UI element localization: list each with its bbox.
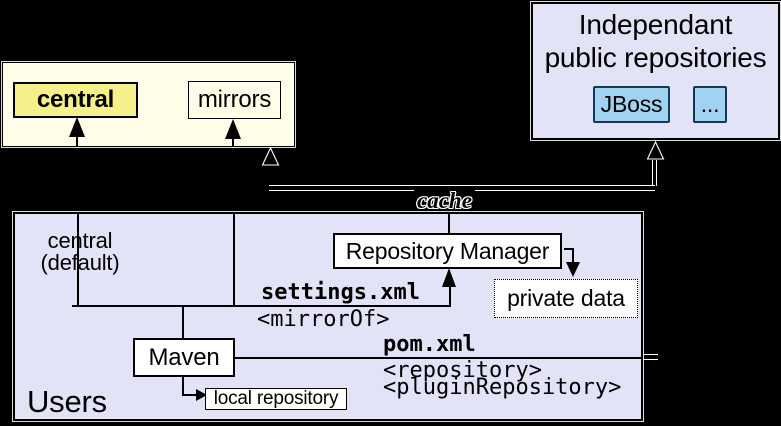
mirror-of-tag: <mirrorOf> — [257, 307, 390, 332]
private-hook-v — [572, 248, 574, 262]
independent-title-line1: Independant — [578, 9, 733, 40]
line-from-central — [77, 214, 79, 305]
central-default-line2: (default) — [40, 250, 120, 275]
users-panel-label: Users — [27, 384, 107, 419]
pom-line — [235, 357, 641, 359]
repository-manager-box: Repository Manager — [333, 233, 562, 269]
other-repos-box: ... — [693, 86, 727, 123]
central-repo-box: central — [13, 82, 138, 118]
plugin-repository-tag: <pluginRepository> — [383, 375, 622, 400]
settings-xml-label: settings.xml — [261, 280, 420, 305]
local-repository-label: local repository — [213, 388, 339, 409]
line-cache-to-repo-manager — [448, 214, 450, 233]
hollow-triangle-left-icon — [261, 147, 280, 166]
repository-tag: <repository> — [383, 358, 542, 383]
arrow-up-to-mirrors-icon — [225, 119, 241, 139]
mirrors-repo-label: mirrors — [197, 86, 272, 113]
central-default-line1: central — [47, 228, 113, 253]
arrow-up-to-central-shaft — [76, 136, 78, 147]
private-data-label: private data — [507, 285, 625, 311]
other-repos-label: ... — [700, 91, 720, 117]
jboss-repo-label: JBoss — [600, 91, 663, 117]
pom-line-exit — [643, 354, 658, 360]
private-hook-h — [564, 248, 574, 250]
line-from-mirrors — [233, 214, 235, 305]
settings-arrow-stem — [449, 285, 451, 305]
users-panel: Repository Manager private data settings… — [13, 212, 643, 421]
cache-label: cache — [414, 189, 475, 212]
central-repo-label: central — [36, 86, 115, 113]
maven-to-local-h — [182, 394, 205, 396]
arrow-up-to-central-icon — [69, 117, 85, 137]
private-arrowhead-icon — [566, 262, 580, 277]
private-data-box: private data — [494, 279, 638, 318]
central-default-caption: central (default) — [15, 230, 145, 274]
local-repo-arrowhead-icon — [196, 389, 207, 401]
central-mirrors-panel: central mirrors — [2, 62, 295, 147]
hollow-triangle-right-icon — [646, 141, 665, 160]
pom-xml-label: pom.xml — [383, 332, 476, 357]
connector-triangle-right-stem — [652, 160, 657, 186]
independent-repos-panel: Independant public repositories JBoss ..… — [531, 2, 780, 140]
settings-bus-line — [72, 305, 451, 307]
settings-arrowhead-icon — [442, 268, 456, 287]
maven-box: Maven — [133, 338, 235, 377]
independent-title-line2: public repositories — [544, 42, 767, 73]
arrow-up-to-mirrors-shaft — [232, 138, 234, 147]
independent-repos-title: Independant public repositories — [533, 8, 778, 74]
repository-manager-label: Repository Manager — [345, 237, 550, 264]
maven-label: Maven — [148, 343, 220, 371]
mirrors-repo-box: mirrors — [188, 81, 281, 119]
maven-to-local-v — [182, 377, 184, 396]
jboss-repo-box: JBoss — [593, 86, 670, 123]
local-repository-box: local repository — [205, 388, 347, 410]
line-bus-to-maven — [182, 305, 184, 338]
